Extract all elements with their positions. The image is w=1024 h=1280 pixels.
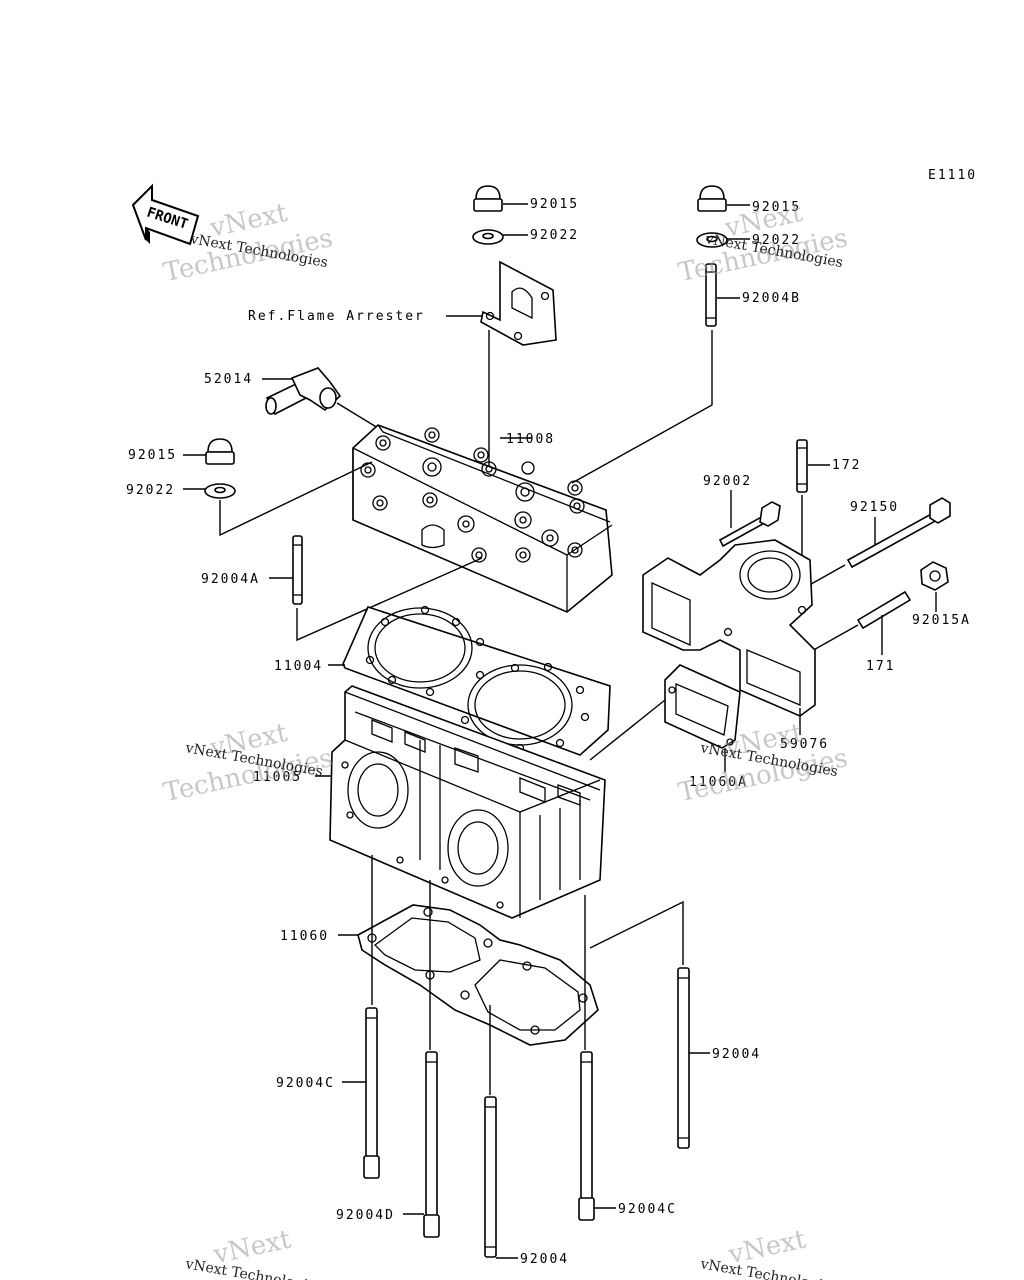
washer-top-right [696, 232, 728, 248]
label-59076: 59076 [780, 737, 829, 752]
label-92004-right: 92004 [712, 1047, 761, 1062]
label-92004c-right: 92004C [618, 1202, 677, 1217]
label-ref-flame-arrester: Ref.Flame Arrester [248, 309, 425, 324]
bolt-92150 [846, 497, 951, 569]
stud-92004b [705, 263, 717, 327]
label-92022-top-right: 92022 [752, 233, 801, 248]
front-arrow-icon: FRONT [131, 183, 200, 246]
label-11060: 11060 [280, 929, 329, 944]
label-171: 171 [866, 659, 895, 674]
diagram-code: E1110 [928, 168, 977, 183]
label-92004d: 92004D [336, 1208, 395, 1223]
washer-top-center [472, 229, 504, 245]
label-92015a: 92015A [912, 613, 971, 628]
label-92015-top-right: 92015 [752, 200, 801, 215]
label-92004-bottom: 92004 [520, 1252, 569, 1267]
label-92004a: 92004A [201, 572, 260, 587]
label-92015-top-center: 92015 [530, 197, 579, 212]
nut-left [205, 438, 235, 465]
nut-92015a [920, 561, 949, 591]
manifold-gasket-11060a [664, 664, 741, 749]
stud-92004-right [677, 967, 690, 1149]
washer-left [204, 483, 236, 499]
label-92022-top-center: 92022 [530, 228, 579, 243]
stud-172 [796, 439, 808, 493]
flame-arrester-bracket [480, 260, 557, 346]
label-11060a: 11060A [689, 775, 748, 790]
cylinder-block-11005 [329, 685, 606, 919]
fitting-52014 [265, 367, 342, 416]
label-92002: 92002 [703, 474, 752, 489]
bolt-92002 [718, 501, 781, 548]
label-92004c-left: 92004C [276, 1076, 335, 1091]
nut-top-center [473, 185, 503, 212]
label-92004b: 92004B [742, 291, 801, 306]
stud-171 [856, 590, 912, 630]
label-172: 172 [832, 458, 861, 473]
stud-92004d [423, 1051, 440, 1238]
head-gasket-11004 [342, 605, 611, 756]
label-11008: 11008 [506, 432, 555, 447]
label-92150: 92150 [850, 500, 899, 515]
label-11004: 11004 [274, 659, 323, 674]
label-92015-left: 92015 [128, 448, 177, 463]
base-gasket-11060 [357, 904, 599, 1046]
label-52014: 52014 [204, 372, 253, 387]
stud-92004c-left [363, 1007, 380, 1179]
label-11005: 11005 [253, 770, 302, 785]
cylinder-head-11008 [352, 424, 613, 613]
stud-92004-bottom [484, 1096, 497, 1258]
nut-top-right [697, 185, 727, 212]
label-92022-left: 92022 [126, 483, 175, 498]
exhaust-manifold-59076 [642, 539, 816, 717]
stud-92004c-right [578, 1051, 595, 1221]
stud-92004a [292, 535, 303, 605]
